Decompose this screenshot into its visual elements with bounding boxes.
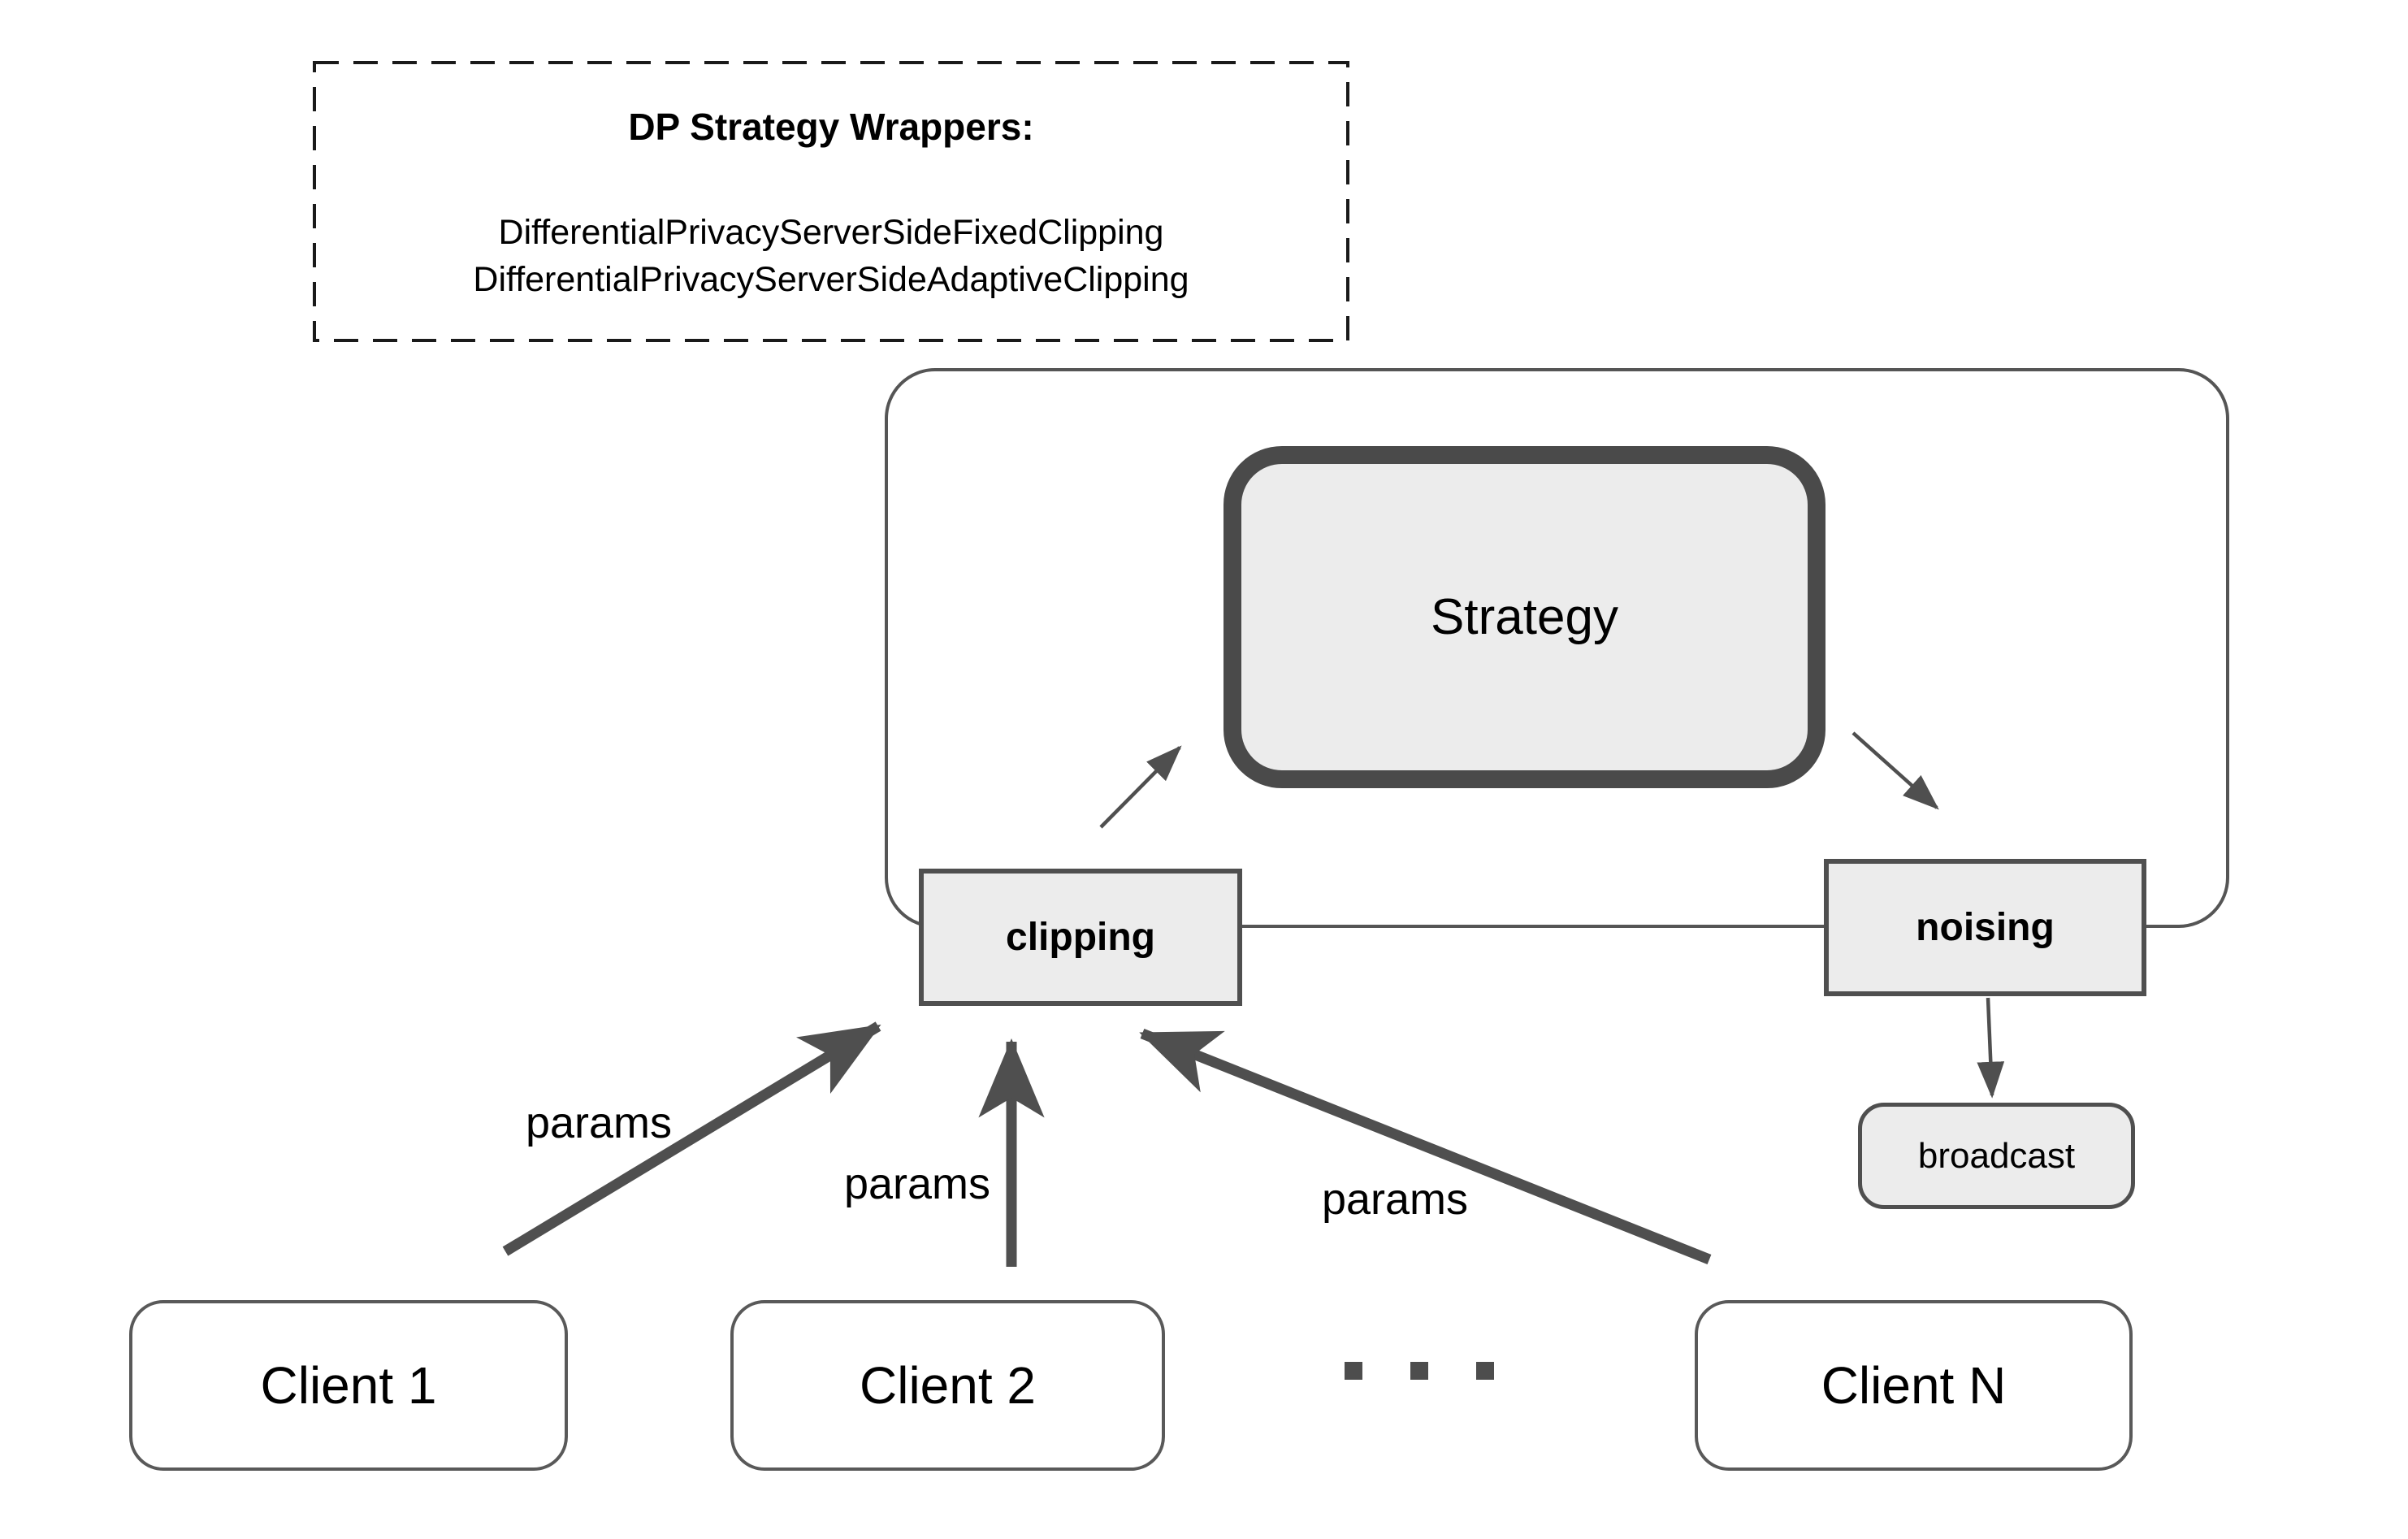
strategy-node: Strategy bbox=[1223, 446, 1825, 788]
params-label-clientN: params bbox=[1322, 1175, 1468, 1224]
clipping-node: clipping bbox=[919, 869, 1242, 1006]
client-2-node: Client 2 bbox=[730, 1300, 1165, 1471]
arrow-params-client1-to-clipping bbox=[502, 1021, 881, 1256]
client-n-label: Client N bbox=[1821, 1356, 2007, 1415]
arrow-clipping-to-strategy bbox=[1099, 745, 1182, 829]
dp-wrapper-class-adaptive-clipping: DifferentialPrivacyServerSideAdaptiveCli… bbox=[473, 260, 1189, 299]
noising-label: noising bbox=[1916, 906, 2055, 949]
dp-wrapper-title: DP Strategy Wrappers: bbox=[628, 106, 1034, 148]
client-1-label: Client 1 bbox=[260, 1356, 437, 1415]
arrow-strategy-to-noising bbox=[1851, 731, 1939, 810]
client-1-node: Client 1 bbox=[129, 1300, 568, 1471]
ellipsis-dot bbox=[1476, 1362, 1494, 1380]
ellipsis-dot bbox=[1410, 1362, 1428, 1380]
arrow-params-clientN-to-clipping bbox=[1139, 1028, 1712, 1265]
ellipsis-dot bbox=[1345, 1362, 1362, 1380]
params-label-client2: params bbox=[844, 1160, 990, 1208]
params-label-client1: params bbox=[526, 1099, 672, 1147]
client-n-node: Client N bbox=[1695, 1300, 2133, 1471]
broadcast-label: broadcast bbox=[1917, 1135, 2076, 1176]
dp-wrapper-class-list: DifferentialPrivacyServerSideFixedClippi… bbox=[314, 209, 1348, 303]
dp-wrapper-dashed-border bbox=[313, 61, 1349, 342]
arrow-noising-to-broadcast bbox=[1977, 997, 2005, 1099]
strategy-label: Strategy bbox=[1431, 589, 1618, 645]
clipping-label: clipping bbox=[1006, 916, 1155, 959]
broadcast-node: broadcast bbox=[1858, 1103, 2135, 1209]
client-2-label: Client 2 bbox=[860, 1356, 1036, 1415]
dp-wrapper-box: DP Strategy Wrappers: DifferentialPrivac… bbox=[314, 63, 1348, 340]
clients-ellipsis-icon bbox=[1345, 1362, 1511, 1380]
dp-wrapper-class-fixed-clipping: DifferentialPrivacyServerSideFixedClippi… bbox=[498, 213, 1164, 252]
noising-node: noising bbox=[1824, 859, 2146, 996]
